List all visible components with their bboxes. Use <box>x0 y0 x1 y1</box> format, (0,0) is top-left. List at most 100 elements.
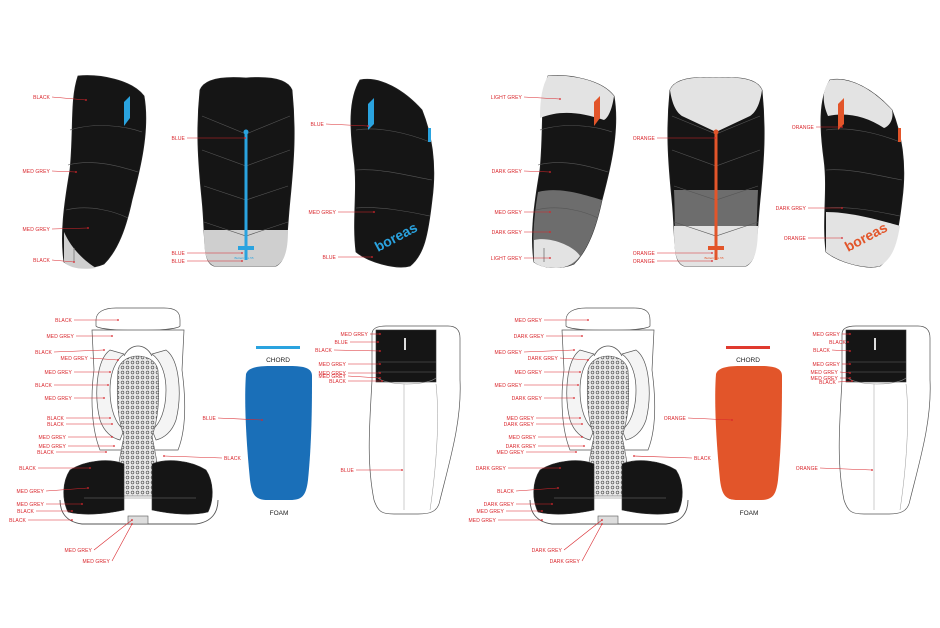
callout-leader <box>45 487 89 492</box>
callout-dot <box>109 417 111 419</box>
callout-label: MED GREY <box>515 318 543 324</box>
callout-dot <box>575 451 577 453</box>
callout-dot <box>573 349 575 351</box>
harness-buckle <box>127 515 149 525</box>
callout-label: BLACK <box>37 450 54 456</box>
callout-label: BLACK <box>47 422 64 428</box>
callout: BLACK <box>35 349 105 356</box>
callout-label: DARK GREY <box>532 548 563 554</box>
callout: BLACK <box>17 509 73 515</box>
callout: BLACK <box>315 348 381 354</box>
harness-haul-loop <box>123 345 153 357</box>
callout-label: MED GREY <box>83 559 111 565</box>
callout-leader <box>687 417 733 421</box>
callout-label: BLACK <box>829 340 846 346</box>
harness-hipbelt-right <box>151 460 213 515</box>
callout-label: ORANGE <box>792 125 815 131</box>
front-zipper-pull <box>713 129 719 135</box>
callout-label: DARK GREY <box>476 466 507 472</box>
callout-dot <box>714 137 716 139</box>
callout-dot <box>541 519 543 521</box>
callout-dot <box>111 335 113 337</box>
chord-bar <box>256 346 300 349</box>
callout-leader <box>523 96 561 100</box>
callout-leader <box>839 371 851 374</box>
callout-label: DARK GREY <box>504 422 535 428</box>
callout-label: MED GREY <box>45 396 73 402</box>
callout-dot <box>841 237 843 239</box>
callout-dot <box>841 207 843 209</box>
callout-dot <box>579 417 581 419</box>
callout-dot <box>87 227 89 229</box>
foam-panel: CHORD FOAM ORANGE <box>664 346 782 517</box>
callout-label: DARK GREY <box>512 396 543 402</box>
callout: BLUE <box>172 251 243 257</box>
side-right-seams <box>355 128 433 217</box>
callout-dot <box>559 98 561 100</box>
callout: BLACK <box>55 318 119 324</box>
chord-label: CHORD <box>736 357 760 364</box>
callout-label: DARK GREY <box>550 559 581 565</box>
callout-label: DARK GREY <box>484 502 515 508</box>
callout-label: ORANGE <box>784 236 807 242</box>
callout-label: BLACK <box>55 318 72 324</box>
callout: DARK GREY <box>532 519 603 554</box>
callout: MED GREY <box>495 210 551 216</box>
callout-label: MED GREY <box>495 350 523 356</box>
foam-shape <box>715 366 782 500</box>
callout: MED GREY <box>813 362 851 368</box>
callout-dot <box>849 350 851 352</box>
callout-leader <box>523 349 575 353</box>
callout: BLACK <box>35 383 109 389</box>
callout-label: BLACK <box>19 466 36 472</box>
callout: BLUE <box>172 136 246 142</box>
back-pocket-mesh <box>847 377 907 385</box>
foam-label: FOAM <box>740 510 759 517</box>
callout-label: MED GREY <box>23 169 51 175</box>
callout-dot <box>587 319 589 321</box>
callout-dot <box>117 319 119 321</box>
callout: MED GREY <box>319 362 381 368</box>
callout: MED GREY <box>39 444 115 450</box>
callout: BLACK <box>33 258 75 264</box>
callout-dot <box>371 256 373 258</box>
callout-dot <box>849 363 851 365</box>
callout: MED GREY <box>65 519 133 554</box>
callout-label: MED GREY <box>17 502 45 508</box>
callout-dot <box>381 380 383 382</box>
callout-leader <box>51 259 75 263</box>
callout-label: BLACK <box>497 489 514 495</box>
harness-shoulder-strap-left <box>96 349 125 441</box>
back-top-pocket <box>375 329 437 383</box>
callout-leader <box>93 519 133 551</box>
callout-dot <box>261 419 263 421</box>
callout-label: ORANGE <box>664 416 687 422</box>
callout: DARK GREY <box>528 356 589 362</box>
harness-hipbelt-left <box>533 460 595 515</box>
callout-dot <box>113 445 115 447</box>
callout-label: BLACK <box>315 348 332 354</box>
callout-label: MED GREY <box>319 371 347 377</box>
callout-leader <box>89 357 119 361</box>
callout: MED GREY <box>45 396 105 402</box>
side-right-seams <box>825 128 903 217</box>
front-zipper <box>244 130 248 260</box>
callout-label: MED GREY <box>509 435 537 441</box>
callout: ORANGE <box>633 259 713 265</box>
callout-dot <box>105 451 107 453</box>
callout: ORANGE <box>796 466 873 472</box>
callout: BLACK <box>33 95 87 101</box>
callout-dot <box>849 333 851 335</box>
side-view-left: BLACK MED GREY MED GREY BLACK <box>23 75 147 269</box>
callout-dot <box>633 455 635 457</box>
callout-dot <box>849 372 851 374</box>
callout: MED GREY <box>83 523 133 565</box>
chord-label: CHORD <box>266 357 290 364</box>
chord-bar <box>726 346 770 349</box>
callout-label: MED GREY <box>23 227 51 233</box>
callout-dot <box>103 349 105 351</box>
back-seams <box>873 383 908 511</box>
